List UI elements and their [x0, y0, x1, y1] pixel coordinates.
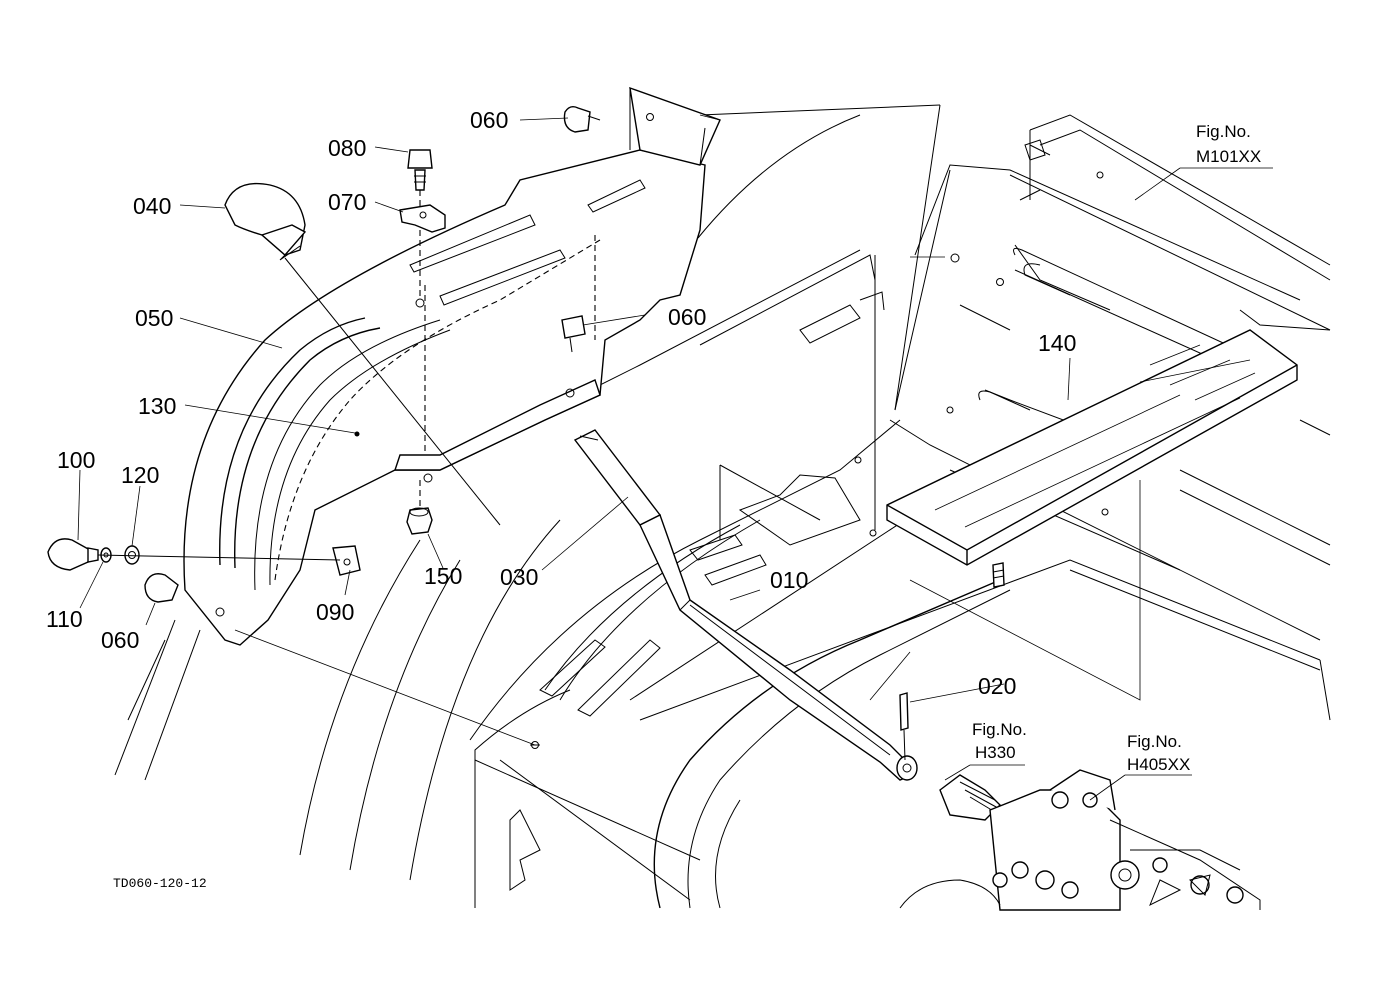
label-150: 150 [424, 563, 462, 589]
label-060-low: 060 [101, 627, 139, 653]
fig-ref-code: H330 [975, 743, 1016, 762]
fig-ref-title: Fig.No. [972, 720, 1027, 739]
label-050: 050 [135, 305, 173, 331]
label-140: 140 [1038, 330, 1076, 356]
part-020-pin [899, 692, 909, 761]
fig-ref-title: Fig.No. [1196, 122, 1251, 141]
fig-ref-title: Fig.No. [1127, 732, 1182, 751]
label-120: 120 [121, 462, 159, 488]
fig-ref-h405xx[interactable]: Fig.No. H405XX [1127, 732, 1190, 774]
label-080: 080 [328, 135, 366, 161]
fig-ref-code: H405XX [1127, 755, 1190, 774]
lever-axis-040 [284, 257, 501, 526]
callout-lines [77, 114, 1273, 801]
part-100-knob-bolt [47, 538, 99, 571]
hydraulic-valve [899, 769, 1261, 911]
part-030-lever-grip [573, 429, 662, 526]
part-060-mid-bolt [561, 315, 586, 353]
part-040-knob [224, 182, 307, 261]
label-070: 070 [328, 189, 366, 215]
part-150-nut [406, 507, 433, 535]
fig-ref-code: M101XX [1196, 147, 1261, 166]
label-100: 100 [57, 447, 95, 473]
label-060-mid: 060 [668, 304, 706, 330]
part-080-bolt [407, 149, 433, 191]
axis-100 [97, 554, 341, 561]
part-120-washer [124, 545, 140, 565]
label-060-top: 060 [470, 107, 508, 133]
part-010-lever-rod [639, 514, 918, 781]
stud-pin [992, 562, 1005, 588]
drawing-code: TD060-120-12 [113, 876, 207, 891]
label-090: 090 [316, 599, 354, 625]
label-020: 020 [978, 673, 1016, 699]
part-060-low-bolt [144, 573, 179, 603]
label-040: 040 [133, 193, 171, 219]
fig-ref-h330[interactable]: Fig.No. H330 [972, 720, 1027, 762]
part-140-plate [886, 329, 1298, 566]
label-130: 130 [138, 393, 176, 419]
figure-references: Fig.No. M101XX Fig.No. H330 Fig.No. H405… [972, 122, 1261, 774]
label-010: 010 [770, 567, 808, 593]
part-090-clip [332, 545, 361, 576]
part-060-top-bolt [563, 105, 601, 133]
part-050-lever-guide [183, 86, 721, 646]
label-110: 110 [46, 606, 83, 632]
fig-ref-m101xx[interactable]: Fig.No. M101XX [1196, 122, 1261, 166]
part-labels: 060 080 070 040 050 060 130 100 120 110 … [46, 107, 1076, 699]
part-070-clip-nut [399, 204, 446, 233]
label-030: 030 [500, 564, 538, 590]
